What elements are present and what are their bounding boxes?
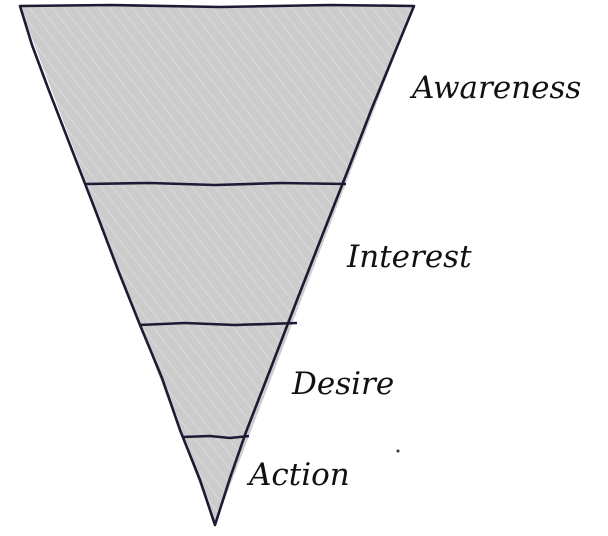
divider-desire-action: [181, 434, 250, 440]
stage-labels: Awareness Interest Desire Action: [246, 70, 581, 493]
stage-label-interest: Interest: [346, 239, 472, 275]
funnel-outline: [18, 3, 416, 527]
stage-label-awareness: Awareness: [409, 70, 581, 106]
funnel-hatching: [20, 6, 414, 525]
stage-label-action: Action: [246, 457, 350, 493]
funnel-body: [18, 3, 416, 527]
divider-interest-desire: [138, 321, 298, 327]
stage-label-desire: Desire: [291, 366, 394, 402]
stray-dot: [396, 449, 400, 453]
divider-awareness-interest: [85, 181, 347, 187]
